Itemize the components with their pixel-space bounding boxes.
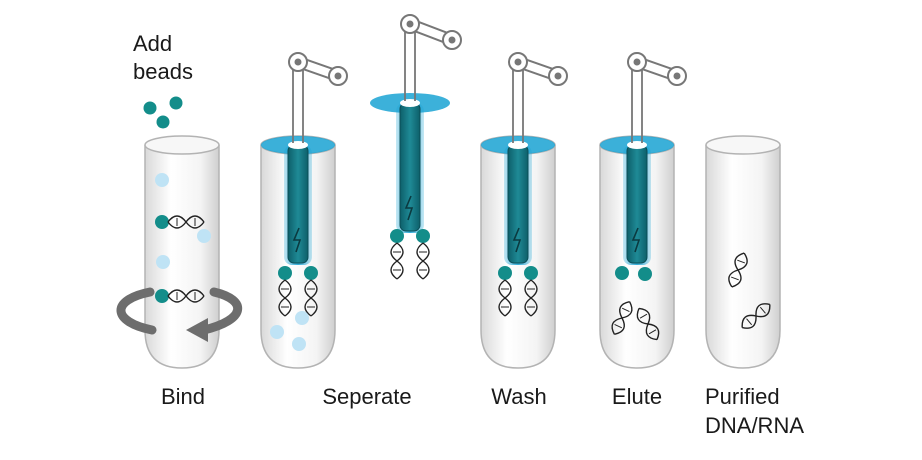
add-beads-label-line2: beads	[133, 59, 193, 84]
robot-arm-icon	[288, 52, 348, 143]
lifted-magnet-rod	[370, 93, 450, 233]
lightning-icon	[404, 195, 414, 221]
lightning-icon	[512, 227, 522, 253]
wash-bead-dna	[498, 266, 538, 317]
step-label-bind: Bind	[160, 384, 206, 409]
bind-bead-dna	[155, 215, 205, 303]
seperate-bead-dna	[270, 266, 318, 351]
dna-helix-icon	[390, 242, 404, 280]
step-label-wash: Wash	[491, 384, 547, 409]
magnet-rod-icon	[481, 136, 555, 265]
tube-bind	[144, 135, 220, 369]
magnet-rod-icon	[600, 136, 674, 265]
robot-arm-icon	[508, 52, 568, 143]
step-label-purified-line1: Purified	[705, 384, 780, 409]
tube-purified	[705, 135, 781, 369]
lightning-icon	[631, 227, 641, 253]
robot-arm-icon	[400, 14, 462, 101]
dna-helix-icon	[416, 242, 430, 280]
magnet-rod-icon	[261, 136, 335, 265]
step-label-seperate: Seperate	[322, 384, 412, 409]
lifted-bead-dna	[390, 229, 430, 280]
rotation-arrow-icon	[116, 287, 242, 342]
lightning-icon	[292, 227, 302, 253]
elute-beads-and-dna	[608, 266, 663, 344]
free-beads	[143, 96, 183, 129]
bind-light-beads	[155, 173, 211, 269]
step-label-elute: Elute	[611, 384, 663, 409]
step-label-purified-line2: DNA/RNA	[705, 413, 805, 438]
robot-arm-icon	[627, 52, 687, 143]
add-beads-label-line1: Add	[133, 31, 173, 56]
